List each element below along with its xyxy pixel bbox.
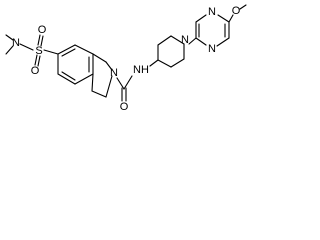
bond-methyl-1	[5, 34, 14, 41]
bond-pyr-5	[216, 37, 230, 47]
bond-pyr-o-methoxy	[228, 14, 234, 23]
atom-o-sulfonyl-bottom: O	[31, 65, 40, 77]
bond-ring-inner-3	[61, 71, 76, 81]
atom-o-methoxy: O	[232, 5, 241, 17]
bond-ring-2	[74, 44, 94, 55]
bond-pyr-3	[217, 14, 230, 23]
atom-n-dimethyl: N	[12, 37, 20, 49]
bond-pip-5	[170, 58, 185, 68]
bond-ring-1	[57, 44, 76, 55]
bond-ring-5	[57, 73, 76, 85]
bond-ring-4	[74, 73, 94, 85]
bond-s-o-top-a	[37, 34, 41, 46]
atom-labels: N S O O N O NH N N N O	[12, 5, 241, 113]
bond-pip-2	[157, 35, 172, 46]
bond-ring-inner-1	[61, 48, 76, 57]
bond-five-5	[105, 61, 113, 71]
atom-s-sulfonyl: S	[35, 45, 42, 57]
molecule-drawing: N S O O N O NH N N N O	[5, 4, 247, 113]
atom-n-indoline: N	[110, 67, 118, 79]
bond-nh-piperidine	[149, 59, 159, 67]
bond-methyl-2	[5, 45, 14, 55]
atom-n-piperidine: N	[181, 34, 189, 46]
bond-five-2	[91, 73, 94, 92]
atom-o-carbonyl: O	[120, 101, 129, 113]
atom-o-sulfonyl-top: O	[38, 24, 47, 36]
bond-n-carbonyl	[116, 77, 125, 90]
bond-pip-3	[170, 35, 185, 45]
bonds	[5, 4, 247, 102]
bond-five-3	[91, 90, 107, 98]
bond-pip-n-pyr	[188, 37, 197, 45]
atom-n-pyrimidine-upper: N	[208, 6, 216, 18]
bond-s-ring	[43, 49, 59, 55]
bond-s-o-bottom-a	[34, 54, 38, 66]
bond-pyr-6	[195, 37, 207, 46]
bond-five-1	[92, 53, 107, 63]
bond-five-4	[105, 75, 113, 98]
bond-n-s	[19, 43, 34, 51]
atom-n-pyrimidine-lower: N	[208, 43, 216, 55]
bond-methoxy-ch3	[239, 4, 247, 10]
bond-pyr-2	[195, 14, 207, 23]
bond-pip-6	[157, 59, 172, 68]
structure-canvas: N S O O N O NH N N N O	[0, 0, 248, 114]
bond-s-o-bottom-b	[37, 55, 41, 67]
atom-nh-amide: NH	[133, 64, 149, 76]
bond-s-o-top-b	[40, 35, 44, 47]
bond-carbonyl-nh	[123, 75, 133, 90]
